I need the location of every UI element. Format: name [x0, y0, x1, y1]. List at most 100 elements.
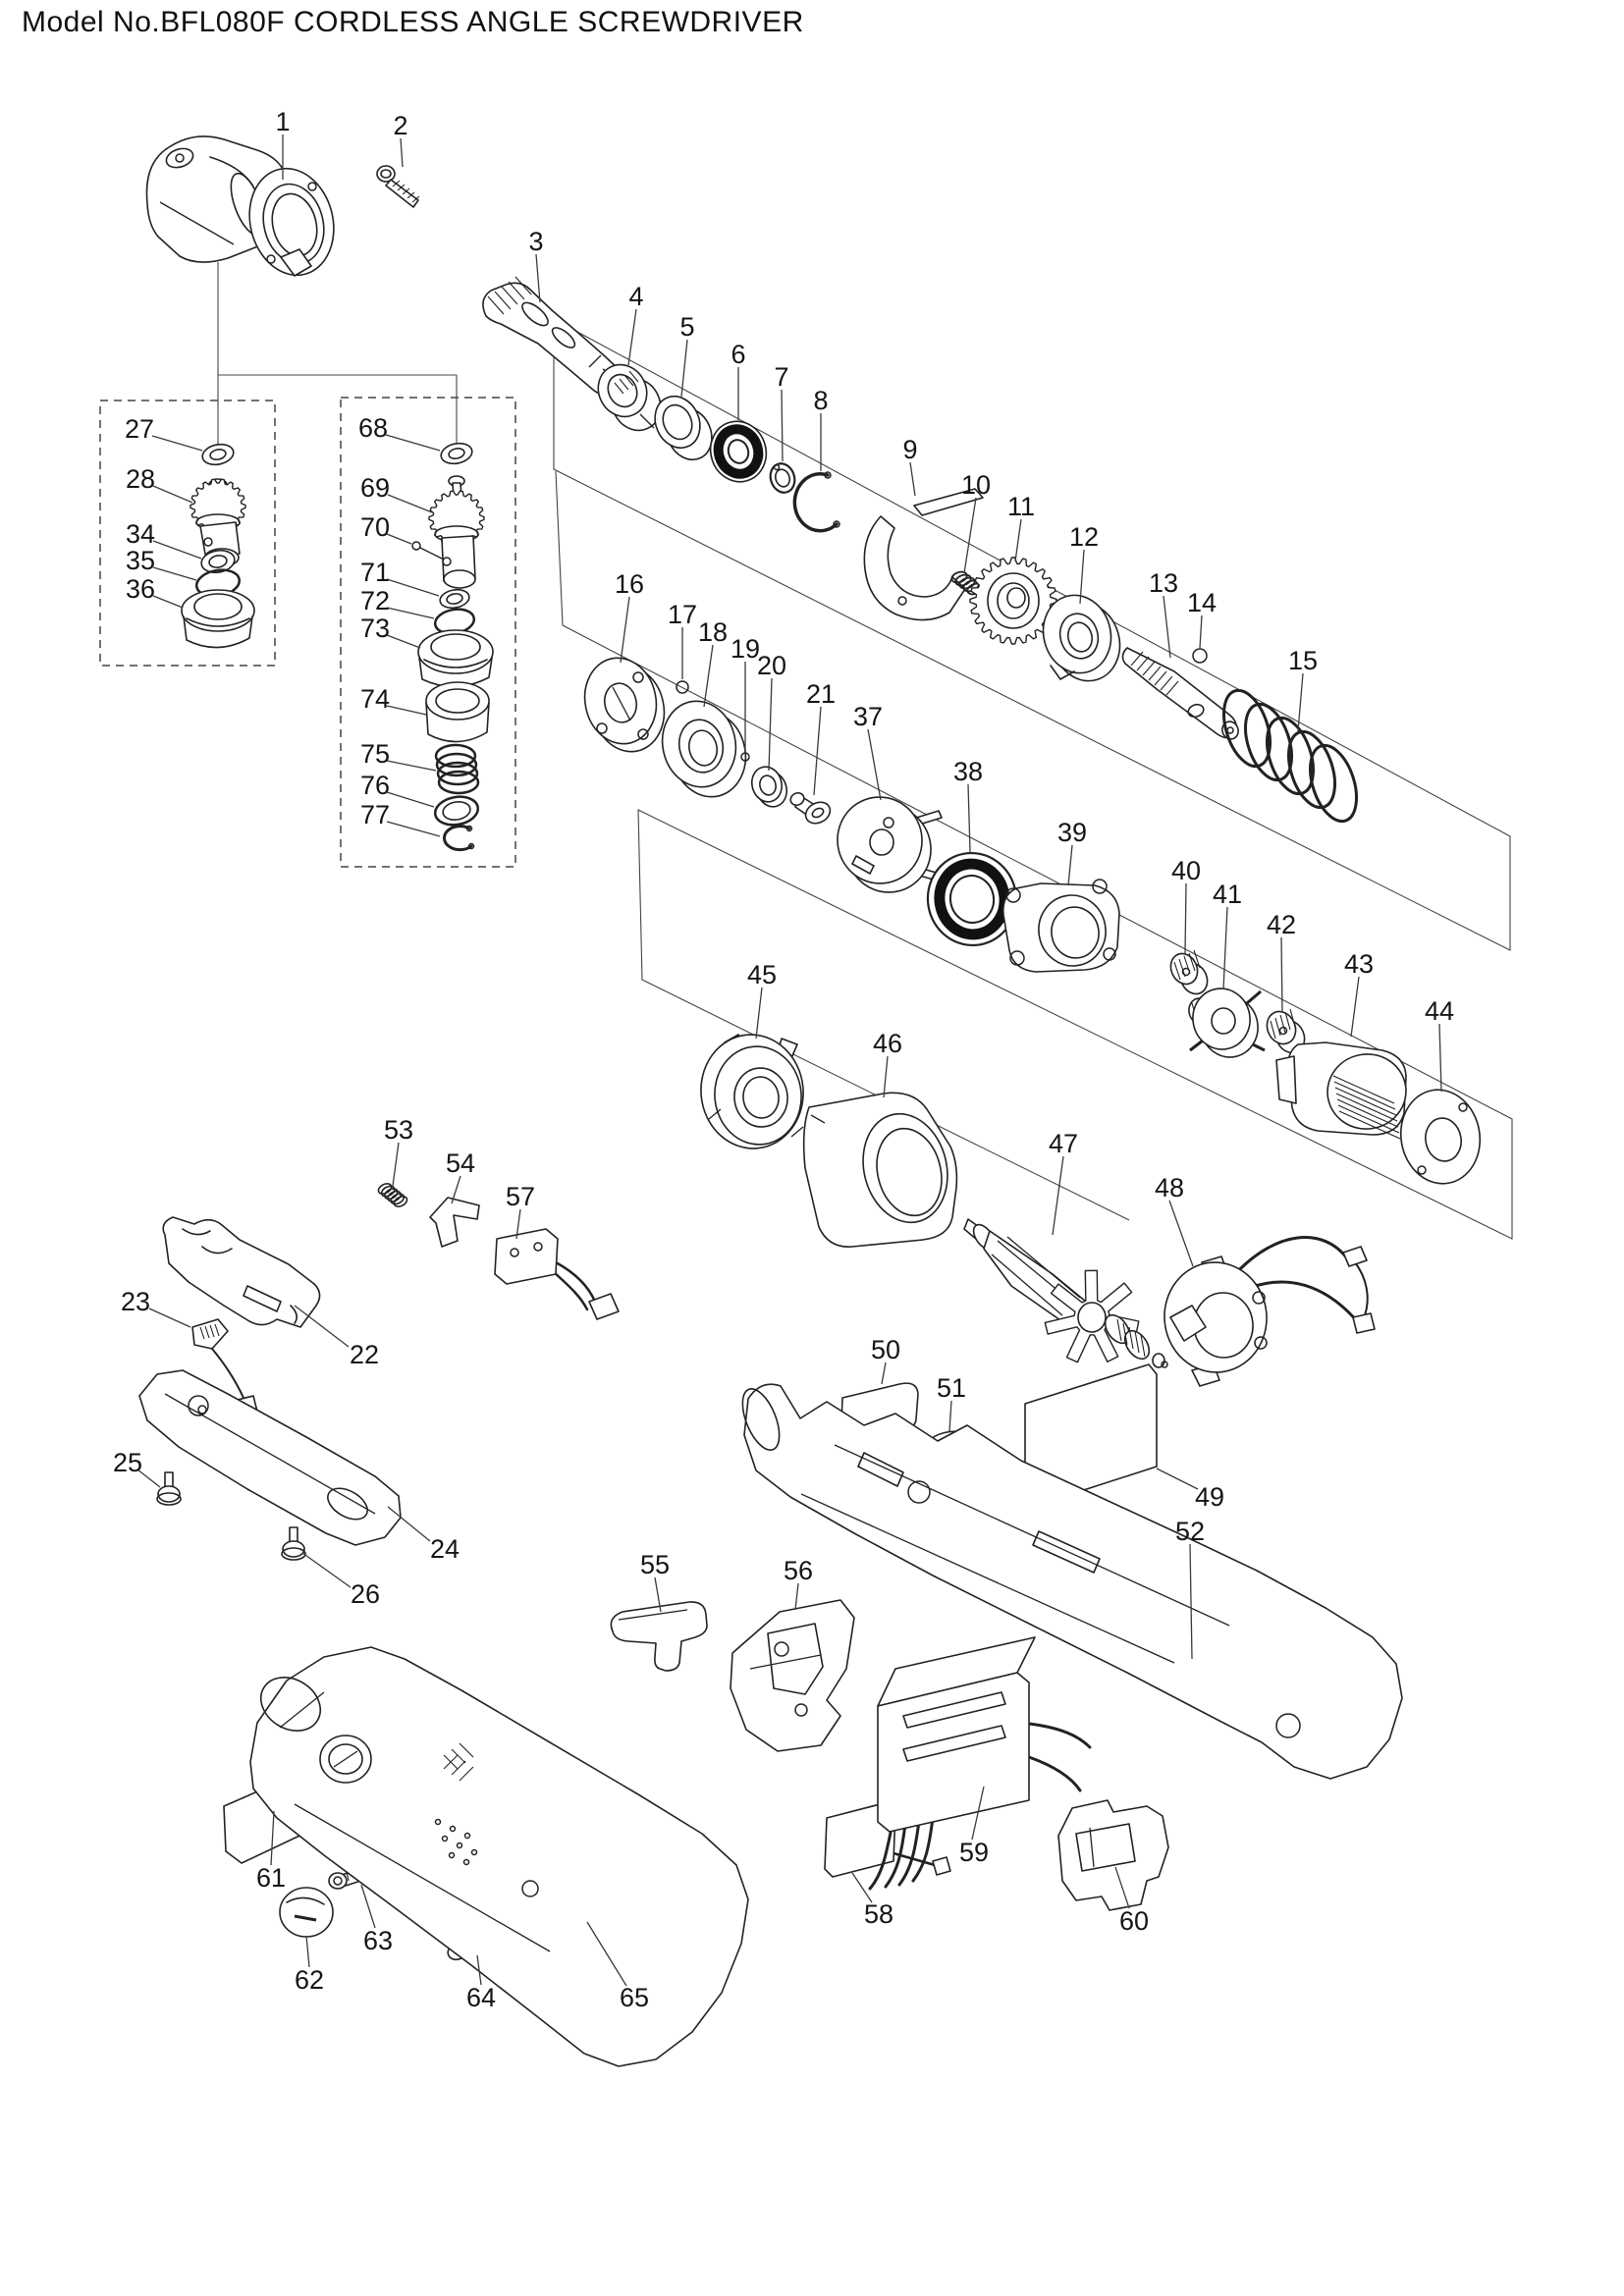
part-62-leader — [305, 1935, 310, 1968]
part-12-leader — [1079, 549, 1085, 605]
part-65-leader — [586, 1921, 627, 1987]
part-55-leader — [654, 1576, 662, 1613]
part-27-label: 27 — [125, 414, 154, 444]
part-9-leader — [909, 461, 916, 497]
part-2-leader — [400, 137, 404, 168]
part-8 — [792, 471, 840, 533]
part-53-label: 53 — [384, 1115, 413, 1145]
part-24 — [138, 1369, 402, 1546]
part-36-label: 36 — [126, 574, 155, 604]
part-7-leader — [781, 389, 784, 462]
part-44-label: 44 — [1425, 996, 1454, 1026]
part-38-label: 38 — [953, 757, 983, 786]
part-60-label: 60 — [1119, 1906, 1149, 1936]
part-27 — [201, 443, 235, 466]
part-60 — [1057, 1799, 1169, 1911]
part-24-leader — [387, 1506, 431, 1542]
part-47-label: 47 — [1049, 1129, 1078, 1158]
part-44 — [1399, 1089, 1482, 1185]
part-71-leader — [386, 578, 440, 597]
part-70-label: 70 — [360, 512, 390, 542]
part-28-leader — [152, 485, 193, 504]
part-75 — [434, 743, 480, 795]
part-26-label: 26 — [351, 1579, 380, 1609]
part-41 — [1188, 988, 1266, 1058]
part-51-label: 51 — [937, 1373, 966, 1403]
part-37-leader — [867, 728, 882, 801]
part-26-leader — [301, 1552, 352, 1588]
part-57-leader — [515, 1208, 521, 1240]
part-49-leader — [1156, 1468, 1199, 1490]
part-42-leader — [1280, 936, 1283, 1014]
part-40-label: 40 — [1171, 856, 1201, 885]
part-4-leader — [627, 308, 637, 366]
part-2-label: 2 — [393, 111, 407, 140]
part-45-leader — [755, 987, 763, 1040]
part-18 — [661, 700, 747, 798]
grouping-frame-lines — [217, 262, 1513, 1240]
part-57-label: 57 — [506, 1182, 535, 1211]
part-28-label: 28 — [126, 464, 155, 494]
part-20 — [750, 766, 788, 808]
part-74-label: 74 — [360, 684, 390, 714]
part-69-leader — [387, 494, 433, 513]
part-61-label: 61 — [256, 1863, 286, 1893]
part-14-label: 14 — [1187, 588, 1217, 617]
part-9-label: 9 — [902, 435, 917, 464]
part-71 — [439, 588, 470, 610]
part-52 — [741, 1383, 1403, 1780]
part-75-label: 75 — [360, 739, 390, 769]
part-5-label: 5 — [679, 312, 694, 342]
part-35-label: 35 — [126, 546, 155, 575]
part-15-label: 15 — [1288, 646, 1318, 675]
part-62 — [279, 1887, 334, 1938]
part-61-leader — [270, 1810, 275, 1866]
part-22-leader — [294, 1305, 350, 1348]
part-26 — [281, 1526, 306, 1561]
part-1 — [145, 135, 335, 277]
part-68-leader — [385, 434, 441, 452]
part-45-label: 45 — [747, 960, 777, 989]
part-4 — [597, 363, 662, 432]
leader-lines — [136, 134, 1442, 1987]
part-38-leader — [967, 783, 971, 853]
dashed-box-1 — [99, 400, 276, 667]
part-43-leader — [1350, 976, 1360, 1038]
part-3-label: 3 — [528, 227, 543, 256]
part-73-leader — [386, 634, 421, 649]
part-14 — [1192, 648, 1208, 664]
part-19 — [740, 752, 750, 762]
part-15 — [1222, 688, 1358, 824]
part-13 — [1121, 647, 1239, 740]
part-22-label: 22 — [350, 1340, 379, 1369]
part-11 — [969, 557, 1057, 645]
part-6-label: 6 — [731, 340, 745, 369]
part-41-leader — [1222, 906, 1228, 990]
part-44-leader — [1438, 1023, 1442, 1093]
part-73-label: 73 — [360, 614, 390, 643]
part-25 — [156, 1471, 182, 1506]
part-56-leader — [794, 1582, 799, 1611]
part-72-label: 72 — [360, 586, 390, 615]
part-12-label: 12 — [1069, 522, 1099, 552]
part-25-label: 25 — [113, 1448, 142, 1477]
part-76 — [433, 795, 480, 827]
part-56-label: 56 — [784, 1556, 813, 1585]
part-43 — [1275, 1041, 1407, 1140]
part-60-leader — [1114, 1866, 1130, 1909]
part-47 — [963, 1218, 1168, 1368]
part-40 — [1169, 949, 1209, 995]
part-8-label: 8 — [813, 386, 828, 415]
part-58-label: 58 — [864, 1899, 893, 1929]
part-53 — [377, 1183, 408, 1207]
part-40-leader — [1184, 882, 1187, 955]
part-63-label: 63 — [363, 1926, 393, 1955]
part-16-leader — [620, 596, 630, 664]
part-35-leader — [152, 566, 197, 581]
part-69-label: 69 — [360, 473, 390, 503]
part-55 — [610, 1601, 708, 1672]
part-13-label: 13 — [1149, 568, 1178, 598]
dashed-assembly-boxes — [99, 397, 516, 868]
